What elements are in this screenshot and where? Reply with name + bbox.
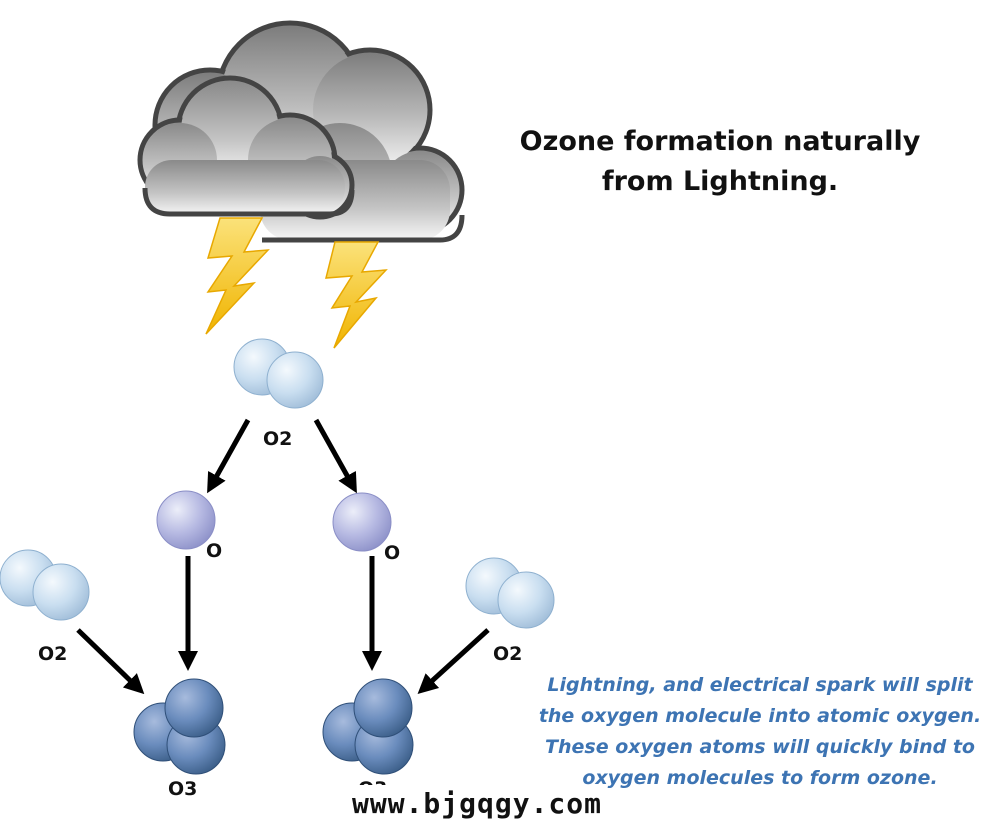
label-right-o: O [384,542,401,564]
caption-line-4: oxygen molecules to form ozone. [582,767,938,789]
explanation-caption: Lightning, and electrical spark will spl… [520,670,1000,794]
storm-cloud-icon [137,20,465,243]
label-left-o: O [206,540,223,562]
watermark: www.bjgqgy.com [348,785,607,823]
arrow-right-o2-to-o3 [417,628,490,695]
diagram-title: Ozone formation naturally from Lightning… [500,122,940,202]
caption-line-3: These oxygen atoms will quickly bind to [545,736,975,758]
title-line-2: from Lightning. [601,166,839,197]
arrow-o2-to-left-o [207,418,251,494]
label-left-o3: O3 [168,778,198,800]
o2-molecule-top [233,338,324,409]
label-top-o2: O2 [263,428,293,450]
lightning-bolt-icon [325,241,388,349]
arrow-o2-to-right-o [313,418,357,494]
caption-line-1: Lightning, and electrical spark will spl… [547,674,973,696]
lightning-bolt-icon [205,217,270,335]
label-right-o2: O2 [493,643,523,665]
o3-molecule-left [133,678,226,775]
o2-molecule-left [0,549,90,621]
o2-molecule-right [465,557,555,629]
o3-molecule-right [322,678,414,775]
arrow-left-o2-to-o3 [76,628,145,695]
caption-line-2: the oxygen molecule into atomic oxygen. [538,705,982,727]
label-left-o2: O2 [38,643,68,665]
oxygen-atom-left [156,490,216,550]
title-line-1: Ozone formation naturally [519,126,921,157]
oxygen-atom-right [332,492,392,552]
